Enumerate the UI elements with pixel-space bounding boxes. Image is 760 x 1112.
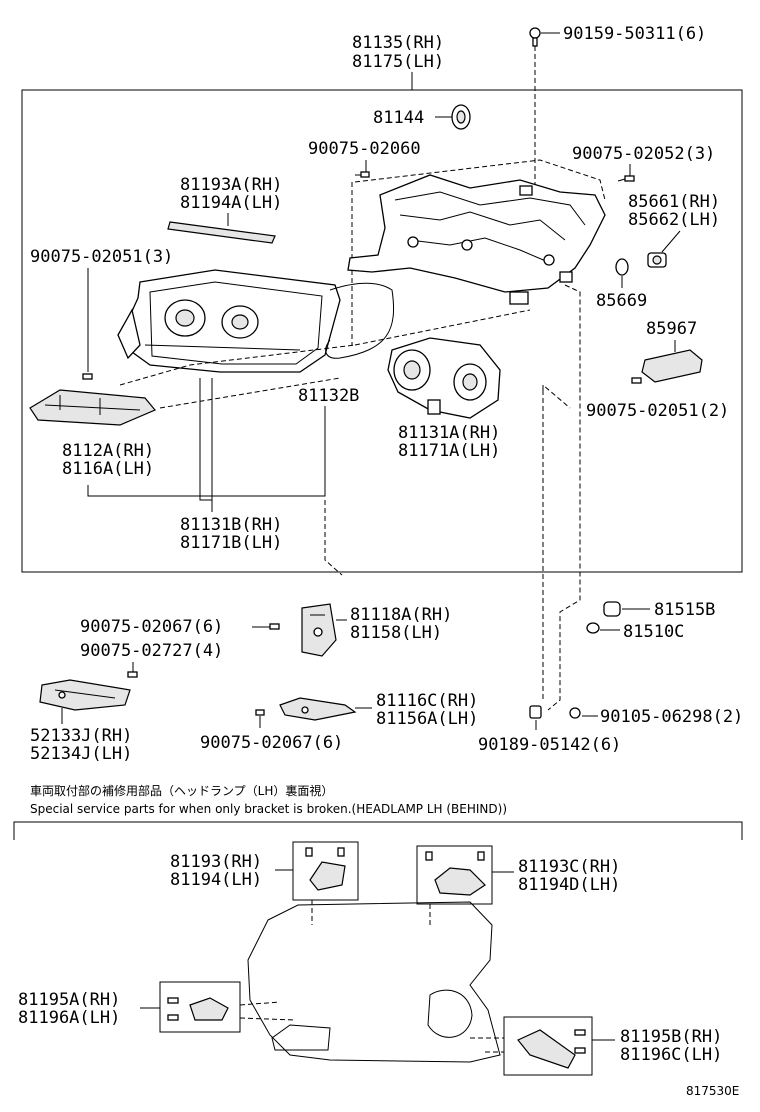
label-81175: 81175(LH) bbox=[352, 52, 444, 72]
grommet-81144-icon bbox=[451, 104, 471, 130]
label-81194: 81194(LH) bbox=[170, 870, 262, 890]
label-81135: 81135(RH) bbox=[352, 33, 444, 53]
label-81195A: 81195A(RH) bbox=[18, 990, 120, 1010]
screw-90075-02067-a-icon bbox=[269, 623, 280, 630]
label-81193A: 81193A(RH) bbox=[180, 175, 282, 195]
label-81131B: 81131B(RH) bbox=[180, 515, 282, 535]
projector-81131A bbox=[387, 337, 501, 419]
headlamp-lens-bezel bbox=[117, 269, 341, 373]
label-81144: 81144 bbox=[373, 108, 424, 128]
label-81515B: 81515B bbox=[654, 600, 715, 620]
label-8112A: 8112A(RH) bbox=[62, 441, 154, 461]
figure-id: 817530E bbox=[686, 1084, 739, 1098]
label-85662: 85662(LH) bbox=[628, 210, 720, 230]
inset-81193 bbox=[292, 841, 359, 901]
trim-strip-81193A bbox=[167, 221, 276, 244]
label-81196A: 81196A(LH) bbox=[18, 1008, 120, 1028]
gasket-81132B bbox=[325, 282, 395, 359]
label-90075-02727: 90075-02727(4) bbox=[80, 641, 223, 661]
headlamp-housing bbox=[347, 174, 606, 305]
label-81158: 81158(LH) bbox=[350, 623, 442, 643]
label-85967: 85967 bbox=[646, 319, 697, 339]
module-85967 bbox=[641, 349, 703, 383]
screw-90189-icon bbox=[529, 705, 542, 719]
label-8116A: 8116A(LH) bbox=[62, 459, 154, 479]
screw-90105-icon bbox=[569, 707, 581, 719]
label-81193C: 81193C(RH) bbox=[518, 857, 620, 877]
inset-81193C bbox=[416, 845, 493, 905]
bracket-81118A bbox=[301, 603, 337, 657]
label-90075-02051-2: 90075-02051(2) bbox=[586, 401, 729, 421]
screw-90075-02727-icon bbox=[127, 671, 138, 678]
label-81132B: 81132B bbox=[298, 386, 359, 406]
note-japanese: 車両取付部の補修用部品（ヘッドランプ（LH）裏面視） bbox=[30, 783, 333, 798]
screw-90075-02051-3-icon bbox=[82, 373, 93, 380]
bracket-8112A bbox=[29, 389, 156, 426]
bracket-52133J bbox=[39, 679, 131, 711]
label-90189: 90189-05142(6) bbox=[478, 735, 621, 755]
bracket-81195A-icon bbox=[167, 997, 229, 1021]
service-parts-frame bbox=[13, 821, 743, 840]
label-81171B: 81171B(LH) bbox=[180, 533, 282, 553]
inset-81195B bbox=[503, 1016, 593, 1076]
label-90075-02051-3: 90075-02051(3) bbox=[30, 247, 173, 267]
note-english: Special service parts for when only brac… bbox=[30, 802, 507, 816]
label-90075-02052: 90075-02052(3) bbox=[572, 144, 715, 164]
label-52133J: 52133J(RH) bbox=[30, 726, 132, 746]
label-85669: 85669 bbox=[596, 291, 647, 311]
screw-90075-02052-icon bbox=[617, 175, 635, 182]
bracket-81195B-icon bbox=[517, 1029, 586, 1069]
assembly-frame bbox=[21, 89, 743, 573]
label-81196C: 81196C(LH) bbox=[620, 1045, 722, 1065]
screw-90075-02060-icon bbox=[355, 171, 370, 178]
o-ring-85669-icon bbox=[615, 258, 629, 276]
bracket-81193C-icon bbox=[425, 851, 486, 896]
bracket-81116C bbox=[279, 697, 357, 721]
label-81194D: 81194D(LH) bbox=[518, 875, 620, 895]
label-90159: 90159-50311(6) bbox=[563, 24, 706, 44]
label-81171A: 81171A(LH) bbox=[398, 441, 500, 461]
label-90075-02067-b: 90075-02067(6) bbox=[200, 733, 343, 753]
bulb-81510C-icon bbox=[586, 622, 600, 634]
label-90075-02067-a: 90075-02067(6) bbox=[80, 617, 223, 637]
label-90105: 90105-06298(2) bbox=[600, 707, 743, 727]
label-81194A: 81194A(LH) bbox=[180, 193, 282, 213]
bulb-socket-81515B-icon bbox=[603, 601, 621, 617]
bolt-90159-icon bbox=[529, 27, 541, 47]
label-81118A: 81118A(RH) bbox=[350, 605, 452, 625]
screw-90075-02067-b-icon bbox=[255, 709, 265, 716]
label-81195B: 81195B(RH) bbox=[620, 1027, 722, 1047]
label-81510C: 81510C bbox=[623, 622, 684, 642]
bracket-81193-icon bbox=[305, 847, 346, 891]
headlamp-back-outline bbox=[247, 901, 501, 1063]
label-85661: 85661(RH) bbox=[628, 192, 720, 212]
label-81156A: 81156A(LH) bbox=[376, 709, 478, 729]
label-52134J: 52134J(LH) bbox=[30, 744, 132, 764]
screw-90075-02051-2-icon bbox=[631, 377, 642, 384]
inset-81195A bbox=[159, 981, 241, 1033]
label-81193: 81193(RH) bbox=[170, 852, 262, 872]
label-81116C: 81116C(RH) bbox=[376, 691, 478, 711]
socket-85661-icon bbox=[647, 252, 667, 268]
label-81131A: 81131A(RH) bbox=[398, 423, 500, 443]
label-90075-02060: 90075-02060 bbox=[308, 139, 421, 159]
